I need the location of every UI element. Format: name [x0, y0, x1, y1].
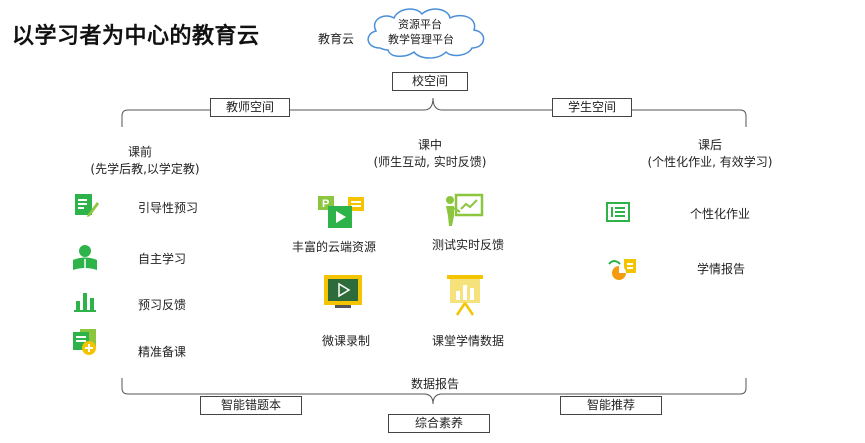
reading-person-icon: [73, 245, 97, 270]
during-heading: 课中: [417, 138, 442, 152]
list-icon: [606, 202, 630, 222]
before-item-0: 引导性预习: [138, 201, 199, 215]
before-sub: (先学后教,以学定教): [90, 162, 200, 176]
add-document-icon: [73, 329, 96, 355]
after-item-0: 个性化作业: [690, 207, 751, 221]
cloud-line-2: 教学管理平台: [388, 33, 454, 46]
before-heading: 课前: [127, 145, 152, 159]
during-item-3: 课堂学情数据: [432, 334, 505, 348]
during-item-1: 测试实时反馈: [432, 238, 505, 252]
before-item-2: 预习反馈: [138, 298, 187, 312]
after-item-1: 学情报告: [697, 262, 746, 276]
presentation-chart-icon: [447, 275, 483, 316]
before-item-1: 自主学习: [138, 252, 187, 266]
bar-chart-icon: [74, 293, 96, 312]
cloud-resource-icon: P: [318, 196, 364, 228]
during-item-0: 丰富的云端资源: [292, 240, 377, 254]
cloud-shape: [367, 8, 485, 59]
after-sub: (个性化作业, 有效学习): [647, 155, 773, 169]
teacher-space-box: 教师空间: [210, 98, 290, 117]
video-screen-icon: [324, 275, 362, 308]
quality-box: 综合素养: [388, 414, 490, 433]
student-space-box: 学生空间: [552, 98, 632, 117]
cloud-line-1: 资源平台: [398, 18, 442, 31]
edit-note-icon: [75, 194, 99, 217]
after-heading: 课后: [697, 138, 722, 152]
teacher-board-icon: [446, 193, 484, 226]
campus-space-box: 校空间: [392, 72, 468, 91]
svg-text:P: P: [322, 198, 329, 210]
during-item-2: 微课录制: [322, 334, 371, 348]
report-pie-icon: [608, 259, 636, 280]
during-sub: (师生互动, 实时反馈): [373, 155, 487, 169]
cloud-left-label: 教育云: [318, 32, 355, 46]
before-item-3: 精准备课: [138, 345, 187, 359]
data-report-label: 数据报告: [410, 377, 459, 391]
page-title: 以学习者为中心的教育云: [12, 24, 260, 49]
recommend-box: 智能推荐: [560, 396, 662, 415]
wrong-book-box: 智能错题本: [200, 396, 302, 415]
